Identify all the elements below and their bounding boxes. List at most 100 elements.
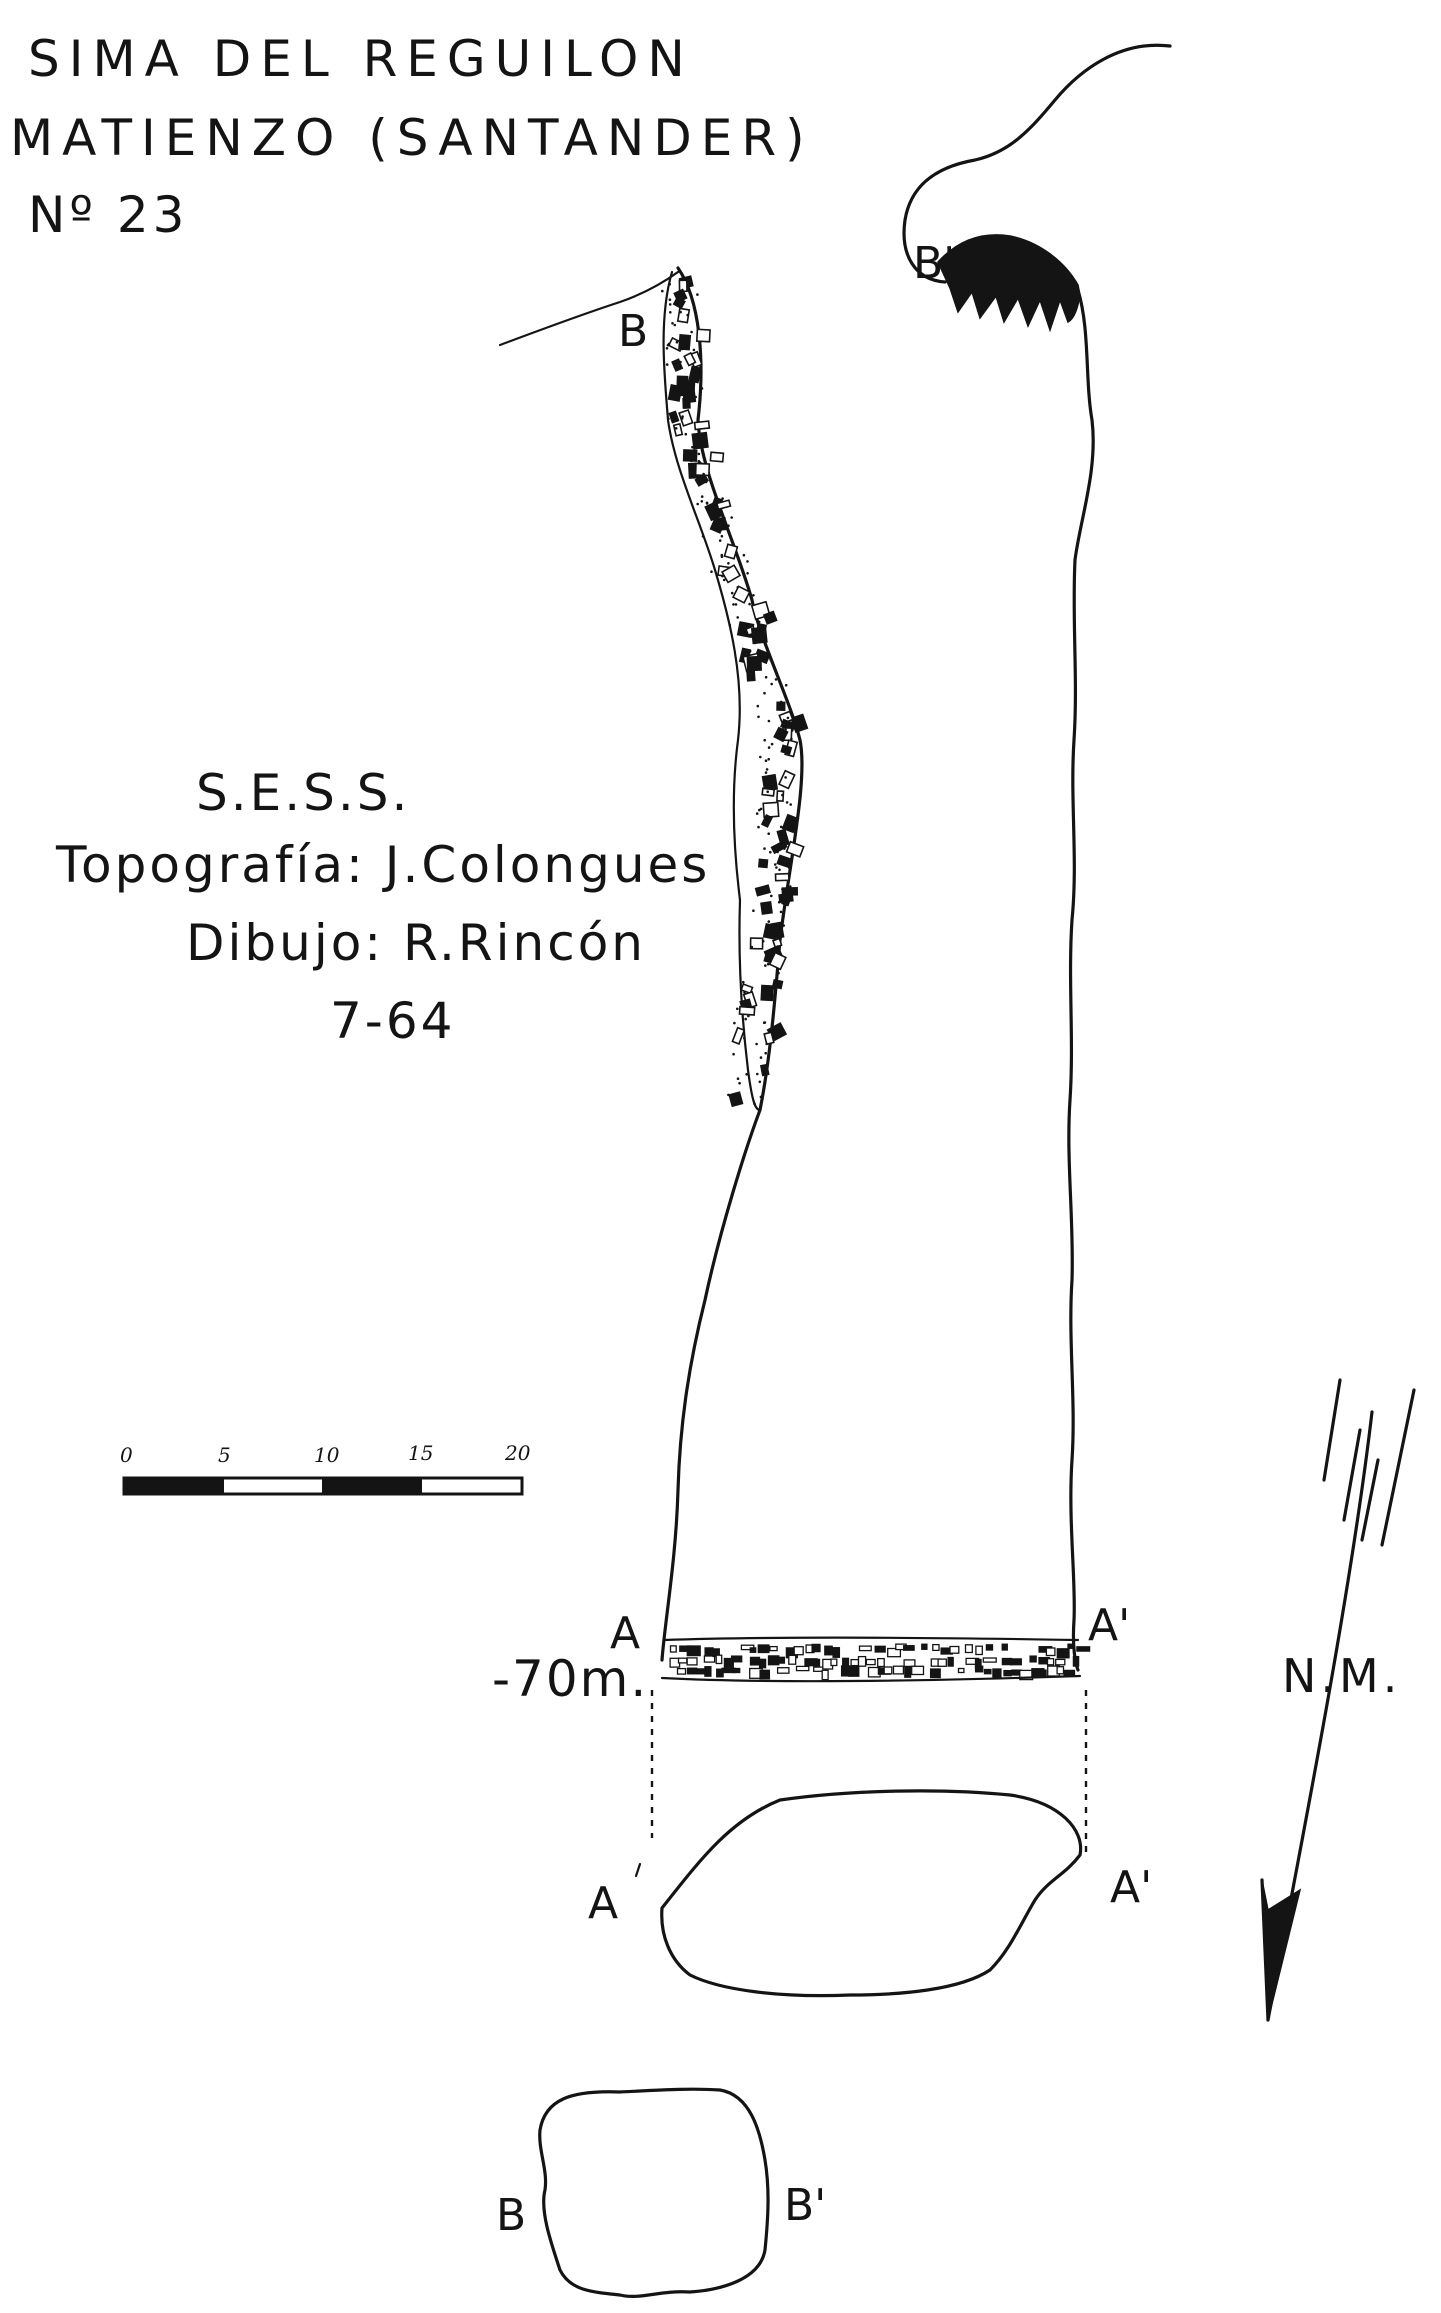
- gravel-dot: [761, 891, 765, 894]
- gravel-dot: [674, 413, 677, 416]
- floor-boulder: [858, 1645, 872, 1652]
- gravel-dot: [779, 825, 783, 829]
- label-b-plan: B: [496, 2190, 526, 2241]
- floor-boulder: [911, 1665, 925, 1676]
- boulder: [763, 1031, 775, 1046]
- gravel-dot: [779, 700, 783, 704]
- gravel-dot: [728, 623, 732, 627]
- north-arrow-label: N.M.: [1282, 1649, 1401, 1703]
- boulder: [781, 813, 800, 834]
- gravel-dot: [779, 910, 783, 914]
- gravel-dot: [784, 683, 788, 687]
- gravel-dot: [679, 360, 682, 364]
- floor-boulder: [1067, 1643, 1075, 1649]
- boulder: [723, 543, 739, 560]
- gravel-dot: [702, 436, 706, 440]
- gravel-dot: [748, 602, 751, 606]
- boulder: [777, 769, 796, 790]
- gravel-dot: [763, 847, 766, 850]
- gravel-dot: [781, 793, 784, 797]
- floor-boulder: [937, 1658, 947, 1667]
- floor-boulder: [778, 1656, 786, 1664]
- floor-boulder: [703, 1655, 716, 1663]
- gravel-dot: [785, 819, 789, 822]
- scale-tick-10: 10: [314, 1443, 340, 1467]
- gravel-dot: [744, 1017, 747, 1021]
- floor-boulder: [749, 1647, 757, 1653]
- gravel-dot: [694, 395, 697, 399]
- gravel-dot: [748, 670, 751, 673]
- floor-boulder: [704, 1666, 712, 1677]
- gravel-dot: [698, 460, 701, 464]
- gravel-dot: [736, 1007, 739, 1011]
- boulder: [760, 984, 775, 1002]
- boulder: [694, 473, 709, 487]
- gravel-dot: [673, 323, 677, 327]
- scale-bar: 0 5 10 15 20: [120, 1441, 531, 1496]
- gravel-dot: [772, 953, 775, 957]
- floor-boulder: [874, 1645, 886, 1653]
- floor-boulder: [983, 1668, 992, 1675]
- gravel-dot: [785, 801, 789, 804]
- floor-bottom-line: [660, 1674, 1082, 1683]
- gravel-dot: [789, 803, 792, 806]
- floor-boulder: [992, 1668, 1002, 1678]
- north-arrow-hatch-2: [1342, 1428, 1362, 1522]
- credits-block: S.E.S.S. Topografía: J.Colongues Dibujo:…: [55, 764, 707, 1050]
- boulder: [760, 814, 773, 828]
- gravel-dot: [770, 742, 774, 746]
- boulder: [682, 397, 691, 409]
- scale-bar-segment-0-5: [124, 1478, 224, 1494]
- floor-boulder: [1045, 1647, 1056, 1657]
- surface-line-right: [902, 43, 1172, 284]
- boulder: [770, 921, 785, 940]
- boulder: [781, 895, 792, 907]
- gravel-dot: [777, 971, 780, 975]
- scale-tick-0: 0: [120, 1443, 133, 1467]
- boulder: [709, 451, 725, 463]
- gravel-dot: [766, 790, 769, 793]
- floor-boulder: [1056, 1648, 1070, 1659]
- floor-boulder: [776, 1667, 790, 1674]
- gravel-dot: [777, 900, 781, 904]
- floor-boulder: [1063, 1669, 1076, 1677]
- gravel-dot: [743, 1036, 746, 1040]
- boulder: [746, 670, 756, 682]
- boulder: [672, 422, 684, 437]
- scale-tick-20: 20: [504, 1441, 531, 1465]
- gravel-dot: [783, 847, 786, 850]
- floor-boulder: [793, 1646, 804, 1656]
- gravel-dot: [767, 757, 770, 761]
- floor-boulder: [921, 1643, 928, 1650]
- floor-boulder: [767, 1655, 780, 1666]
- floor-boulder: [686, 1667, 698, 1675]
- gravel-dot: [692, 348, 696, 352]
- gravel-dot: [700, 500, 704, 503]
- boulder: [731, 1026, 746, 1045]
- gravel-dot: [788, 866, 791, 870]
- depth-label: -70m.: [492, 1650, 648, 1708]
- gravel-dot: [671, 322, 674, 325]
- floor-boulder: [957, 1667, 965, 1674]
- boulder: [770, 840, 788, 855]
- gravel-dot: [668, 282, 671, 286]
- label-a-prime-section: A': [1088, 1600, 1130, 1651]
- boulder: [668, 410, 680, 424]
- gravel-dot: [759, 1095, 763, 1099]
- boulder: [678, 408, 694, 427]
- gravel-dot: [680, 417, 684, 420]
- gravel-dot: [721, 574, 724, 578]
- floor-boulder: [947, 1656, 954, 1667]
- survey-number: Nº 23: [28, 186, 188, 244]
- gravel-dot: [679, 310, 682, 314]
- gravel-dot: [743, 991, 746, 994]
- floor-boulder: [824, 1645, 833, 1656]
- gravel-dot: [759, 1056, 763, 1059]
- boulder: [757, 858, 769, 869]
- gravel-dot: [742, 553, 746, 557]
- boulder: [750, 626, 768, 645]
- gravel-dot: [755, 812, 759, 815]
- boulder: [762, 610, 778, 625]
- scale-tick-5: 5: [218, 1443, 231, 1467]
- gravel-dot: [745, 1073, 748, 1076]
